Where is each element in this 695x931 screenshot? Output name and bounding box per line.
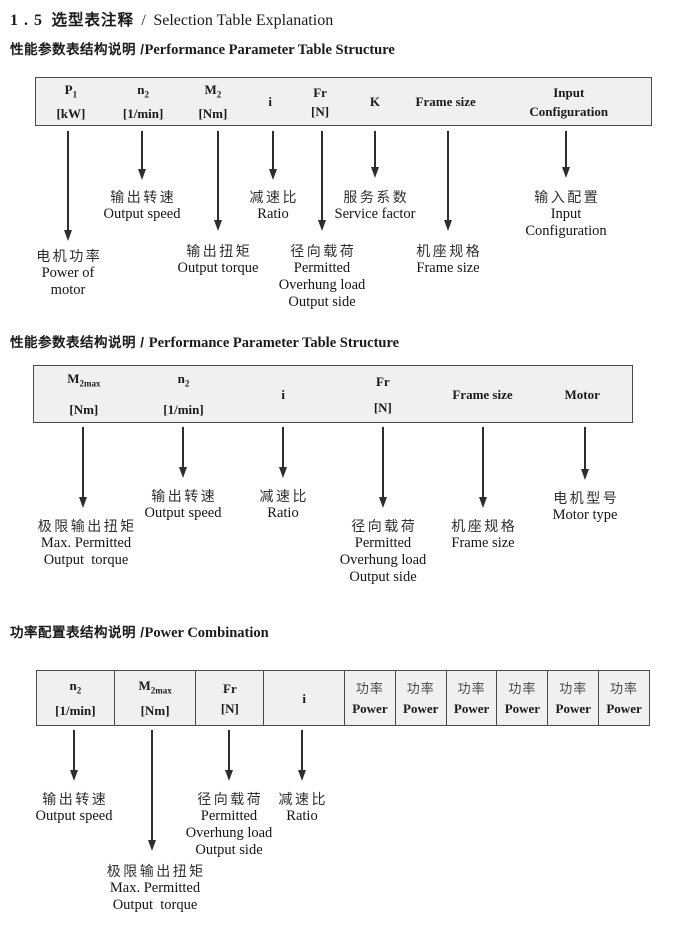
note-output-speed: 输出转速 Output speed xyxy=(103,189,181,222)
note-frame-size: 机座规格 Frame size xyxy=(451,518,518,551)
col-k: K xyxy=(369,94,380,109)
col-p1: P1[kW] xyxy=(56,81,86,122)
note-ratio: 减速比 Ratio xyxy=(259,488,309,521)
note-max-output-torque: 极限输出扭矩 Max. Permitted Output torque xyxy=(106,863,206,913)
note-overhung-load: 径向载荷 Permitted Overhung load Output side xyxy=(339,518,427,585)
col-n2: n2[1/min] xyxy=(163,370,204,418)
note-overhung-load: 径向载荷 Permitted Overhung load Output side xyxy=(278,243,366,310)
note-overhung-load: 径向载荷 Permitted Overhung load Output side xyxy=(185,791,273,858)
col-i: i xyxy=(281,386,285,402)
note-power-of-motor: 电机功率 Power of motor xyxy=(36,248,103,298)
col-m2max: M2max[Nm] xyxy=(113,671,196,725)
note-input-configuration: 输入配置 Input Configuration xyxy=(525,189,607,239)
col-i: i xyxy=(268,94,273,109)
note-output-speed: 输出转速 Output speed xyxy=(144,488,222,521)
section3-heading: 功率配置表结构说明 /Power Combination xyxy=(10,625,269,641)
col-m2max: M2max[Nm] xyxy=(67,370,101,418)
col-n2: n2[1/min] xyxy=(122,81,164,122)
note-service-factor: 服务系数 Service factor xyxy=(334,189,416,222)
section-number: 1 . 5 xyxy=(10,12,43,29)
note-max-output-torque: 极限输出扭矩 Max. Permitted Output torque xyxy=(37,518,137,568)
col-frame-size: Frame size xyxy=(452,386,513,402)
section1-heading: 性能参数表结构说明 /Performance Parameter Table S… xyxy=(10,42,395,58)
col-fr: Fr[N] xyxy=(373,373,392,415)
page-title: 1 . 5 选型表注释 / Selection Table Explanatio… xyxy=(10,8,333,30)
col-m2: M2[Nm] xyxy=(198,81,228,122)
note-motor-type: 电机型号 Motor type xyxy=(552,490,620,523)
col-frame-size: Frame size xyxy=(415,94,476,109)
note-output-torque: 输出扭矩 Output torque xyxy=(177,243,259,276)
note-frame-size: 机座规格 Frame size xyxy=(416,243,483,276)
performance-table-2: M2max[Nm] n2[1/min] i Fr[N] Frame size M… xyxy=(33,365,633,423)
col-fr: Fr[N] xyxy=(195,671,263,725)
title-chinese: 选型表注释 xyxy=(51,12,134,29)
performance-table-1: P1[kW] n2[1/min] M2[Nm] i Fr[N] K Frame … xyxy=(35,77,652,126)
section2-heading: 性能参数表结构说明 / Performance Parameter Table … xyxy=(10,335,400,351)
note-output-speed: 输出转速 Output speed xyxy=(35,791,113,824)
col-fr: Fr[N] xyxy=(311,84,330,119)
note-ratio: 减速比 Ratio xyxy=(278,791,328,824)
col-n2: n2[1/min] xyxy=(55,677,96,719)
title-english: Selection Table Explanation xyxy=(153,12,334,29)
title-separator: / xyxy=(141,12,146,29)
col-motor: Motor xyxy=(564,386,600,402)
note-ratio: 减速比 Ratio xyxy=(249,189,299,222)
col-i: i xyxy=(263,671,344,725)
